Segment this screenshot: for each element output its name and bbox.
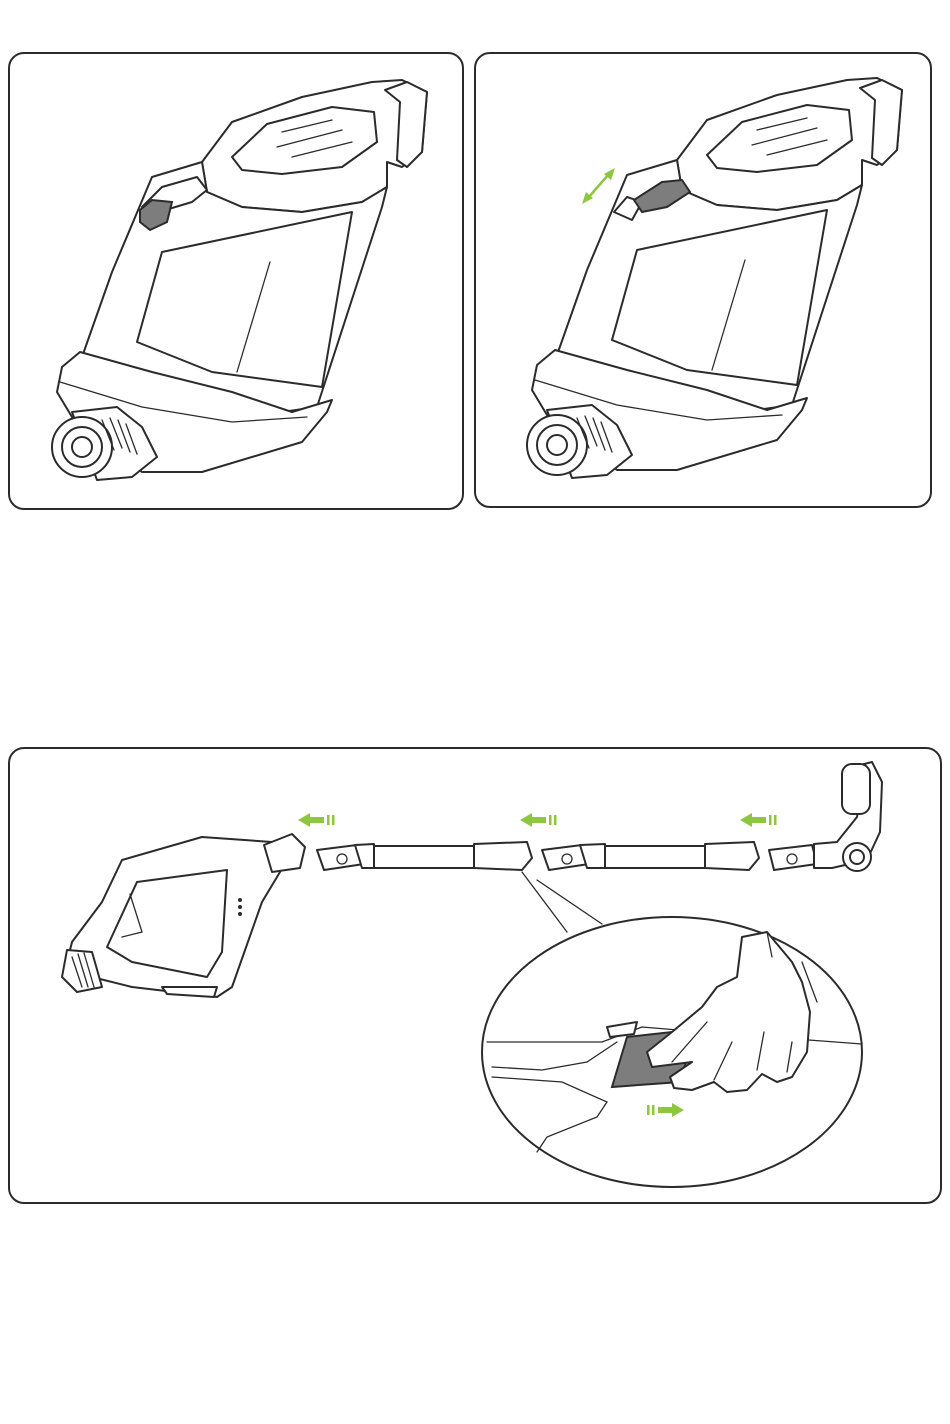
connector-2 xyxy=(542,844,605,870)
panel-release-button-slide xyxy=(474,52,932,508)
tube-2 xyxy=(605,842,759,870)
floor-head-connector xyxy=(769,762,882,871)
panel-tube-disassembly xyxy=(8,747,942,1204)
handheld-unit-illustration xyxy=(10,54,464,510)
panel-handheld-unit xyxy=(8,52,464,510)
double-arrow-icon xyxy=(582,168,615,204)
arrow-left-icon xyxy=(740,813,777,827)
arrow-left-icon xyxy=(298,813,335,827)
tube-disassembly-illustration xyxy=(10,749,942,1204)
magnified-detail xyxy=(482,917,862,1187)
connector-1 xyxy=(317,844,374,870)
arrow-left-icon xyxy=(520,813,557,827)
tube-1 xyxy=(374,842,532,870)
handheld-unit-side xyxy=(62,834,305,997)
handheld-unit-release-illustration xyxy=(476,54,932,508)
